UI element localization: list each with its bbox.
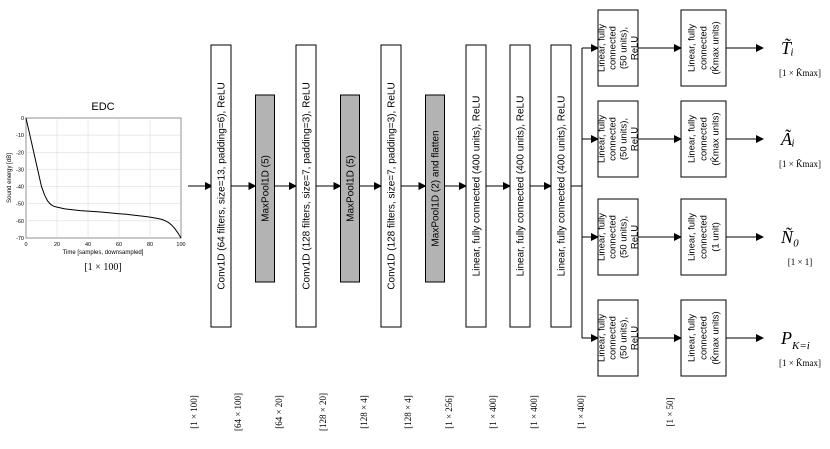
tensor-shape-label: [1 × 50] [665, 397, 675, 426]
layer-label: Conv1D (128 filters, size=7, padding=3),… [302, 82, 313, 289]
edc-x-ticks: 0 20 40 60 80 100 [24, 242, 185, 248]
edc-plot-area [25, 117, 182, 239]
edc-grid [25, 117, 182, 239]
head-output-label: connected [699, 26, 710, 70]
head-output-label: Linear, fully [687, 24, 698, 72]
edc-y-axis-label: Sound energy [dB] [7, 153, 13, 203]
edc-y-tick-label: -20 [16, 150, 24, 156]
layer-label: Conv1D (64 filters, size=13, padding=6),… [217, 82, 228, 289]
edc-shape-label: [1 × 100] [84, 262, 121, 273]
edc-x-tick-label: 80 [147, 242, 153, 248]
edc-x-tick-label: 20 [54, 242, 60, 248]
head-output-symbol: PK=i [780, 328, 810, 352]
tensor-shape-label: [128 × 20] [318, 393, 328, 431]
layer-label: MaxPool1D (5) [261, 155, 272, 222]
head-output-box [680, 299, 727, 377]
edc-series-line [25, 117, 182, 239]
tensor-shape-label: [64 × 100] [233, 393, 243, 431]
edc-y-tick-label: -10 [16, 133, 24, 139]
head-output-box [680, 9, 727, 87]
head-output-shape: [1 × 1] [788, 257, 813, 267]
edc-chart-title: EDC [91, 101, 114, 113]
head-output-box [680, 198, 727, 276]
head-hidden-box [597, 100, 639, 178]
head-output-label: Linear, fully [687, 213, 698, 261]
edc-y-ticks: 0 -10 -20 -30 -40 -50 -60 -70 [16, 116, 24, 242]
head-hidden-label: ReLU [630, 127, 641, 151]
head-output-label: (1 unit) [711, 222, 722, 252]
head-hidden-label: Linear, fully [597, 115, 608, 163]
tensor-shape-label: [128 × 4] [403, 395, 413, 429]
head-hidden-label: Linear, fully [597, 213, 608, 261]
head-output-label: (K̂max units) [710, 21, 722, 74]
head-output-shape: [1 × K̂max] [779, 158, 821, 169]
head-hidden-label: ReLU [630, 225, 641, 249]
head-hidden-label: ReLU [630, 326, 641, 350]
tensor-shape-label: [1 × 400] [488, 395, 498, 429]
head-output-symbol: Ãᵢ [780, 129, 795, 149]
tensor-shape-label: [1 × 256] [444, 395, 454, 429]
head-output-label: connected [699, 117, 710, 161]
edc-x-tick-label: 0 [24, 242, 27, 248]
head-output-label: connected [699, 316, 710, 360]
edc-x-tick-label: 100 [176, 242, 185, 248]
head-hidden-label: (50 units), [619, 216, 630, 258]
edc-y-tick-label: 0 [21, 116, 24, 122]
layer-label: MaxPool1D (5) [346, 155, 357, 222]
head-hidden-box [597, 198, 639, 276]
layer-label: Linear, fully connected (400 units), ReL… [472, 96, 483, 277]
layer-label: Linear, fully connected (400 units), ReL… [516, 96, 527, 277]
edc-y-tick-label: -30 [16, 167, 24, 173]
head-output-symbol: T̃ᵢ [781, 38, 794, 58]
head-hidden-label: (50 units), [619, 27, 630, 69]
pool-layer-box [340, 94, 360, 283]
head-output-label: Linear, fully [687, 314, 698, 362]
tensor-shape-label: [1 × 400] [529, 395, 539, 429]
head-output-symbol: Ñ₀ [780, 227, 799, 247]
tensor-shape-label: [1 × 100] [189, 395, 199, 429]
edc-y-tick-label: -50 [16, 202, 24, 208]
head-hidden-label: (50 units), [619, 118, 630, 160]
head-output-label: (K̂max units) [710, 311, 722, 364]
head-output-label: (K̂max units) [710, 112, 722, 165]
layer-stack: Conv1D (64 filters, size=13, padding=6),… [188, 44, 572, 328]
edc-x-tick-label: 60 [116, 242, 122, 248]
head-output-shape: [1 × K̂max] [779, 67, 821, 78]
head-hidden-label: connected [608, 26, 619, 70]
layer-label: Conv1D (128 filters, size=7, padding=3),… [387, 82, 398, 289]
head-hidden-label: (50 units), [619, 317, 630, 359]
tensor-shape-label: [1 × 400] [576, 395, 586, 429]
head-hidden-label: Linear, fully [597, 24, 608, 72]
head-output-label: Linear, fully [687, 115, 698, 163]
head-output-shape: [1 × K̂max] [779, 357, 821, 368]
pool-layer-box [425, 94, 445, 283]
head-hidden-label: connected [608, 215, 619, 259]
head-hidden-label: ReLU [630, 36, 641, 60]
edc-y-tick-label: -60 [16, 219, 24, 225]
head-output-box [680, 100, 727, 178]
head-hidden-label: connected [608, 117, 619, 161]
head-hidden-label: connected [608, 316, 619, 360]
edc-x-axis-label: Time [samples, downsampled] [63, 250, 144, 256]
layer-label: MaxPool1D (2) and flatten [431, 130, 442, 246]
tensor-shape-labels: [1 × 100] [64 × 100] [64 × 20] [128 × 20] [1… [189, 393, 675, 431]
tensor-shape-label: [128 × 4] [359, 395, 369, 429]
edc-y-tick-label: -40 [16, 185, 24, 191]
head-output-label: connected [699, 215, 710, 259]
head-hidden-label: Linear, fully [597, 314, 608, 362]
edc-y-tick-label: -70 [16, 236, 24, 242]
tensor-shape-label: [64 × 20] [274, 395, 284, 429]
pool-layer-box [255, 94, 275, 283]
edc-x-tick-label: 40 [85, 242, 91, 248]
layer-label: Linear, fully connected (400 units), ReL… [557, 96, 568, 277]
